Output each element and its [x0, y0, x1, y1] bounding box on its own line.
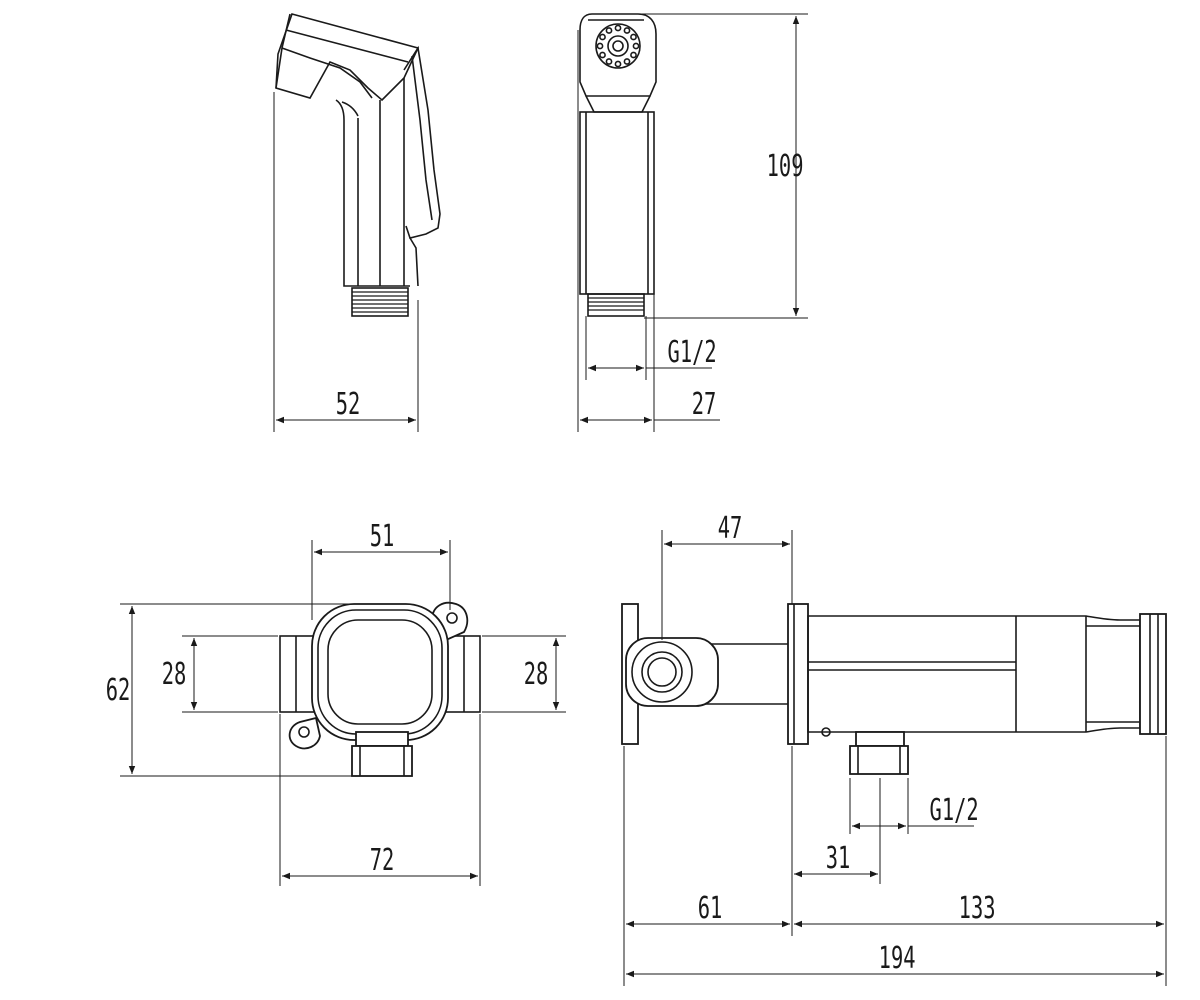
dim-spout-length: 133 — [959, 891, 996, 926]
handle-front-view: G1/2 27 109 — [577, 13, 808, 432]
dim-body-height-right: 28 — [524, 657, 549, 692]
dim-plate-width: 72 — [370, 843, 395, 878]
valve-side-view: 47 G1/2 31 61 133 194 — [621, 511, 1167, 986]
dim-body-height-left: 28 — [162, 657, 187, 692]
dim-outlet-offset: 31 — [826, 841, 851, 876]
dim-outlet-thread: G1/2 — [930, 793, 979, 828]
dim-handle-width: 52 — [336, 387, 361, 422]
wall-plate-front-view: 51 62 28 28 72 — [106, 519, 566, 886]
nozzle-rosette-icon — [595, 23, 641, 69]
dim-valve-offset: 47 — [718, 511, 743, 546]
dim-plate-height: 62 — [106, 673, 131, 708]
dim-overall-length: 194 — [879, 941, 916, 976]
dim-handle-thread: G1/2 — [668, 335, 717, 370]
dim-wall-depth: 61 — [698, 891, 723, 926]
dim-handle-depth: 27 — [692, 387, 717, 422]
handle-side-view: 52 — [273, 13, 441, 432]
dim-handle-height: 109 — [767, 149, 804, 184]
dim-plate-hole-spacing: 51 — [370, 519, 395, 554]
